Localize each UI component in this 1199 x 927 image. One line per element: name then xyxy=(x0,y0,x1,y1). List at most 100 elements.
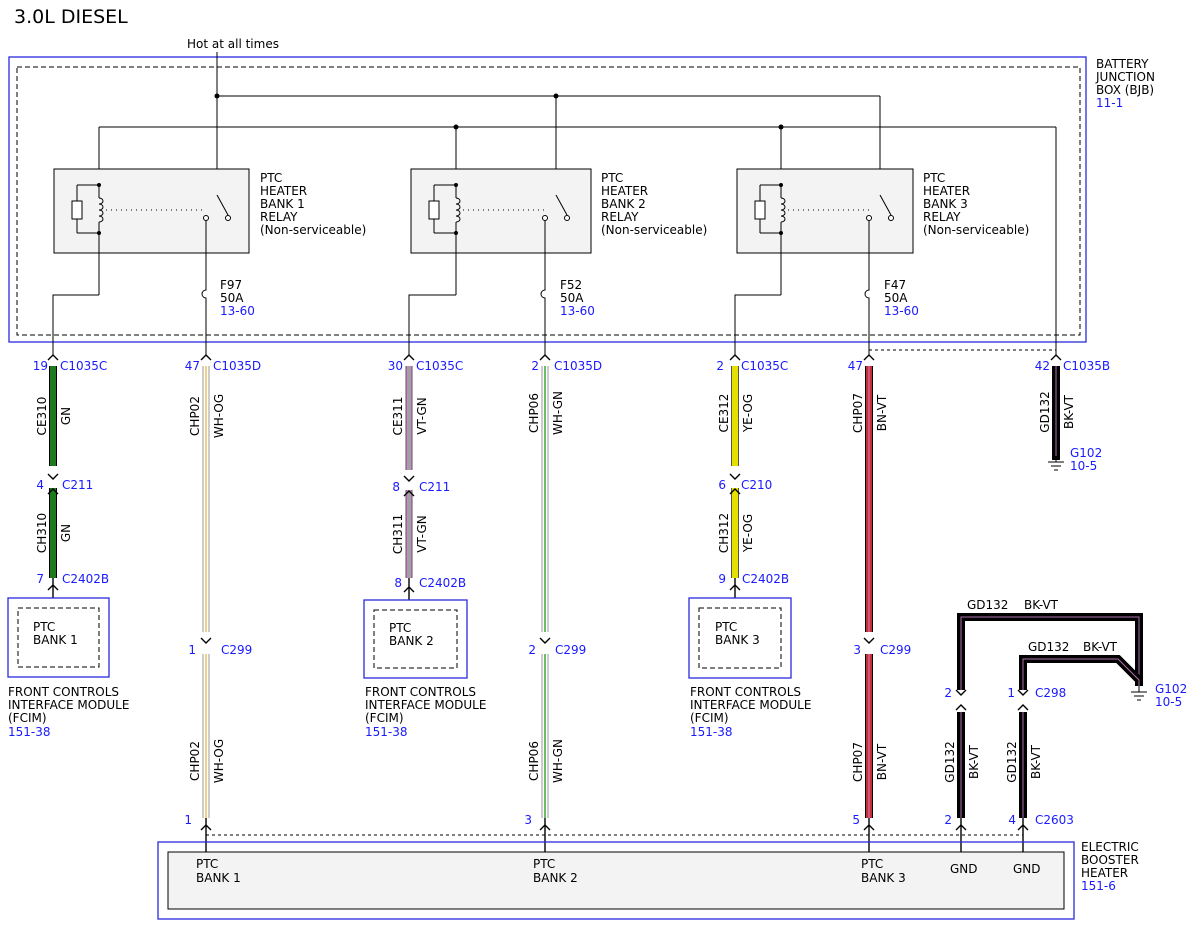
wire-circuit: CHP07 xyxy=(851,393,865,433)
fuse-name: F52 xyxy=(560,278,582,292)
heater-label: ELECTRIC xyxy=(1081,840,1139,854)
pin-number: 2 xyxy=(531,359,539,373)
relay-label: HEATER xyxy=(601,184,648,198)
relay-bank-3: PTC HEATER BANK 3 RELAY (Non-serviceable… xyxy=(736,168,1029,295)
heater-label: PTC xyxy=(533,857,555,871)
wire-color: BN-VT xyxy=(875,743,889,780)
fuses: F97 50A 13-60 F52 50A 13-60 F47 50A 13-6… xyxy=(201,278,919,355)
ground-ref-link[interactable]: 10-5 xyxy=(1070,459,1097,473)
connector-link[interactable]: C299 xyxy=(221,643,252,657)
wire-color: BN-VT xyxy=(875,394,889,431)
pin-number: 6 xyxy=(718,478,726,492)
wire-circuit: CE312 xyxy=(717,394,731,433)
wire-color: WH-OG xyxy=(212,739,226,783)
pin-number: 2 xyxy=(528,643,536,657)
module-label: INTERFACE MODULE xyxy=(690,698,811,712)
module-label: PTC xyxy=(389,621,411,635)
wire-color: GN xyxy=(59,407,73,425)
module-label: BANK 3 xyxy=(715,633,760,647)
fuse-name: F97 xyxy=(220,278,242,292)
module-label: INTERFACE MODULE xyxy=(365,698,486,712)
bjb-ref-link[interactable]: 11-1 xyxy=(1096,96,1123,110)
connector-link[interactable]: C298 xyxy=(1035,686,1066,700)
wire-color: WH-OG xyxy=(212,394,226,438)
wire-circuit: GD132 xyxy=(943,741,957,782)
connector-link[interactable]: C1035C xyxy=(60,359,107,373)
relay-label: (Non-serviceable) xyxy=(923,223,1029,237)
relay-label: (Non-serviceable) xyxy=(601,223,707,237)
connector-link[interactable]: C211 xyxy=(419,480,450,494)
relay-label: HEATER xyxy=(260,184,307,198)
connector-link[interactable]: C211 xyxy=(62,478,93,492)
connector-link[interactable]: C299 xyxy=(555,643,586,657)
module-ref-link[interactable]: 151-38 xyxy=(690,725,733,739)
heater-label: GND xyxy=(950,862,978,876)
pin-number: 8 xyxy=(394,576,402,590)
relay-bank-1: PTC HEATER BANK 1 RELAY (Non-serviceable… xyxy=(53,168,366,295)
heater-ref-link[interactable]: 151-6 xyxy=(1081,879,1116,893)
module-ref-link[interactable]: 151-38 xyxy=(365,725,408,739)
wire-circuit: GD132 xyxy=(967,598,1008,612)
hot-label: Hot at all times xyxy=(187,37,279,51)
wire-color: BK-VT xyxy=(967,744,981,779)
relay-label: PTC xyxy=(601,171,623,185)
connector-link[interactable]: C1035C xyxy=(741,359,788,373)
connector-link[interactable]: C1035B xyxy=(1063,359,1110,373)
wire-color: GN xyxy=(59,524,73,542)
fuse-ref-link[interactable]: 13-60 xyxy=(560,304,595,318)
module-label: BANK 2 xyxy=(389,634,434,648)
connector-link[interactable]: C299 xyxy=(880,643,911,657)
relay-label: RELAY xyxy=(601,210,639,224)
connector-link[interactable]: C2402B xyxy=(419,576,466,590)
connector-link[interactable]: C2603 xyxy=(1035,813,1074,827)
wire-color: BK-VT xyxy=(1062,394,1076,429)
pin-number: 7 xyxy=(36,572,44,586)
pin-number: 2 xyxy=(944,686,952,700)
bjb-label: BATTERY JUNCTION BOX (BJB) 11-1 xyxy=(1095,57,1155,110)
connector-link[interactable]: C1035D xyxy=(213,359,261,373)
pin-number: 5 xyxy=(852,813,860,827)
ground-icon xyxy=(1048,456,1064,471)
fuse-ref-link[interactable]: 13-60 xyxy=(220,304,255,318)
wire-color: BK-VT xyxy=(1024,598,1059,612)
module-label: INTERFACE MODULE xyxy=(8,698,129,712)
connector-link[interactable]: C2402B xyxy=(742,572,789,586)
ground-ref-link[interactable]: 10-5 xyxy=(1155,695,1182,709)
wire-circuit: CHP07 xyxy=(851,742,865,782)
pin-labels: 19 C1035C 47 C1035D 30 C1035C 2 C1035D 2… xyxy=(33,359,1110,827)
heater-label: BANK 2 xyxy=(533,871,578,885)
wire-circuit: CH310 xyxy=(35,513,49,553)
pin-number: 8 xyxy=(392,480,400,494)
pin-number: 3 xyxy=(853,643,861,657)
module-label: FRONT CONTROLS xyxy=(8,685,119,699)
fcim-module-2: PTC BANK 2 FRONT CONTROLS INTERFACE MODU… xyxy=(363,599,486,739)
connector-link[interactable]: C2402B xyxy=(62,572,109,586)
bjb-label-line: JUNCTION xyxy=(1095,70,1155,84)
relay-label: PTC xyxy=(260,171,282,185)
relay-label: RELAY xyxy=(260,210,298,224)
fcim-module-1: PTC BANK 1 FRONT CONTROLS INTERFACE MODU… xyxy=(7,597,129,739)
relay-bank-2: PTC HEATER BANK 2 RELAY (Non-serviceable… xyxy=(410,168,707,295)
connector-link[interactable]: C210 xyxy=(741,478,772,492)
relay-label: BANK 3 xyxy=(923,197,968,211)
fcim-module-3: PTC BANK 3 FRONT CONTROLS INTERFACE MODU… xyxy=(688,597,811,739)
wire-circuit: CH311 xyxy=(391,514,405,554)
module-ref-link[interactable]: 151-38 xyxy=(8,725,51,739)
wire-circuit: CH312 xyxy=(717,513,731,553)
pin-number: 42 xyxy=(1035,359,1050,373)
connector-link[interactable]: C1035D xyxy=(554,359,602,373)
connector-link[interactable]: C1035C xyxy=(416,359,463,373)
bjb-inner xyxy=(16,66,1081,336)
heater-label: BOOSTER xyxy=(1081,853,1139,867)
ground-name-link[interactable]: G102 xyxy=(1155,682,1187,696)
diagram-title: 3.0L DIESEL xyxy=(14,6,128,28)
ground-name-link[interactable]: G102 xyxy=(1070,446,1102,460)
pin-number: 1 xyxy=(184,813,192,827)
module-label: FRONT CONTROLS xyxy=(365,685,476,699)
bjb-label-line: BOX (BJB) xyxy=(1096,83,1154,97)
wire-color: WH-GN xyxy=(551,739,565,783)
bjb-label-line: BATTERY xyxy=(1096,57,1149,71)
fuse-ref-link[interactable]: 13-60 xyxy=(884,304,919,318)
bjb-outline xyxy=(8,56,1087,343)
